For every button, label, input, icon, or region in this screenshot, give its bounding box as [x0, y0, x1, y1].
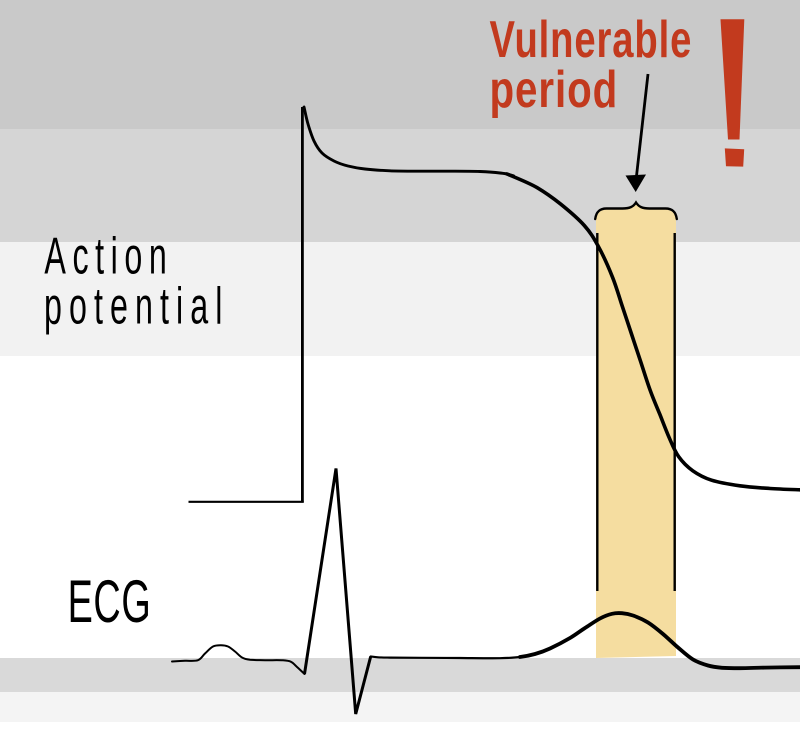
svg-text:Action: Action [44, 228, 173, 286]
svg-text:ECG: ECG [68, 568, 152, 635]
svg-text:period: period [490, 60, 619, 118]
svg-text:Vulnerable: Vulnerable [490, 10, 693, 68]
svg-text:potential: potential [44, 278, 229, 336]
